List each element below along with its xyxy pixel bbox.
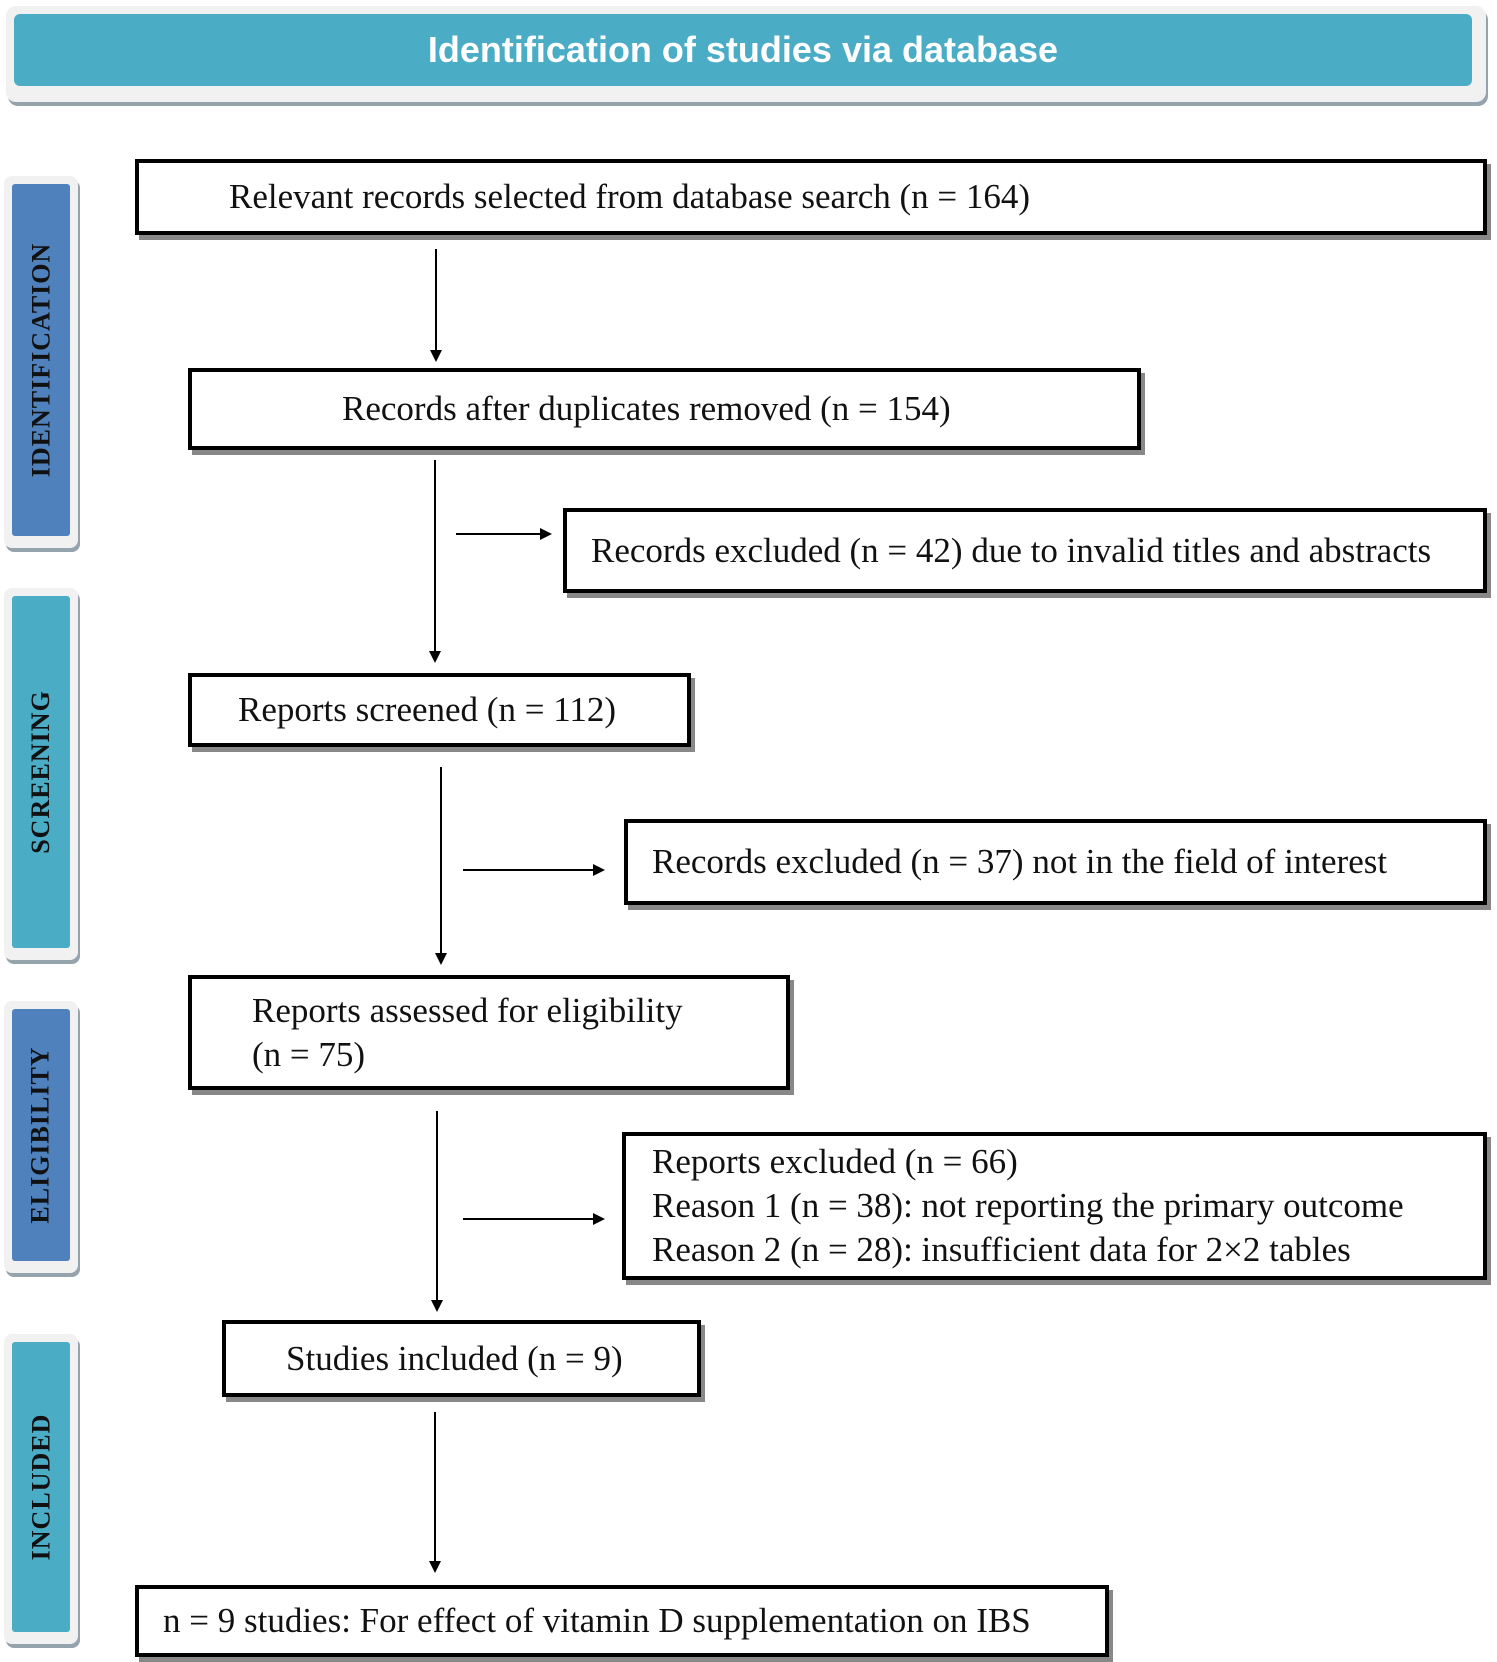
arrow-head-icon [593, 864, 605, 876]
header-banner: Identification of studies via database [6, 6, 1486, 102]
studies-included-box: Studies included (n = 9) [222, 1320, 701, 1397]
box-text: Studies included (n = 9) [286, 1338, 623, 1378]
box-text: Reports excluded (n = 66) [652, 1142, 1018, 1181]
arrow-head-icon [431, 1300, 443, 1312]
arrow [463, 869, 593, 871]
final-studies-box: n = 9 studies: For effect of vitamin D s… [135, 1585, 1109, 1657]
arrow-head-icon [429, 651, 441, 663]
box-text: Records excluded (n = 42) due to invalid… [591, 530, 1432, 570]
header-title: Identification of studies via database [14, 14, 1472, 86]
arrow [463, 1218, 593, 1220]
arrow [436, 1111, 438, 1301]
reports-excluded-box: Reports excluded (n = 66) Reason 1 (n = 3… [622, 1132, 1487, 1280]
box-text: Reason 2 (n = 28): insufficient data for… [652, 1230, 1351, 1269]
box-text: Records excluded (n = 37) not in the fie… [652, 842, 1388, 881]
arrow [434, 460, 436, 652]
stage-label: INCLUDED [26, 1413, 55, 1561]
arrow-head-icon [429, 1561, 441, 1573]
box-text: (n = 75) [252, 1034, 366, 1074]
box-text: Reason 1 (n = 38): not reporting the pri… [652, 1186, 1404, 1225]
arrow [434, 1412, 436, 1562]
stage-label: ELIGIBILITY [26, 1046, 55, 1224]
arrow-head-icon [435, 953, 447, 965]
stage-eligibility: ELIGIBILITY [4, 1001, 78, 1273]
box-text: Reports assessed for eligibility [252, 990, 683, 1030]
box-text: Reports screened (n = 112) [238, 690, 617, 729]
arrow [440, 767, 442, 953]
box-text: Records after duplicates removed (n = 15… [342, 389, 951, 428]
after-duplicates-box: Records after duplicates removed (n = 15… [188, 368, 1141, 450]
excluded-titles-box: Records excluded (n = 42) due to invalid… [563, 508, 1487, 593]
stage-label: IDENTIFICATION [26, 242, 55, 478]
assessed-box: Reports assessed for eligibility(n = 75) [188, 975, 790, 1090]
excluded-field-box: Records excluded (n = 37) not in the fie… [624, 819, 1487, 905]
box-text: n = 9 studies: For effect of vitamin D s… [163, 1601, 1031, 1640]
stage-screening: SCREENING [4, 588, 78, 960]
arrow-head-icon [593, 1213, 605, 1225]
arrow-head-icon [430, 350, 442, 362]
box-text: Relevant records selected from database … [229, 177, 1031, 216]
stage-included: INCLUDED [4, 1334, 78, 1644]
stage-label: SCREENING [26, 690, 55, 854]
records-selected-box: Relevant records selected from database … [135, 159, 1487, 235]
stage-identification: IDENTIFICATION [4, 176, 78, 548]
arrow-head-icon [540, 528, 552, 540]
arrow [435, 249, 437, 352]
arrow [456, 533, 540, 535]
screened-box: Reports screened (n = 112) [188, 673, 691, 747]
